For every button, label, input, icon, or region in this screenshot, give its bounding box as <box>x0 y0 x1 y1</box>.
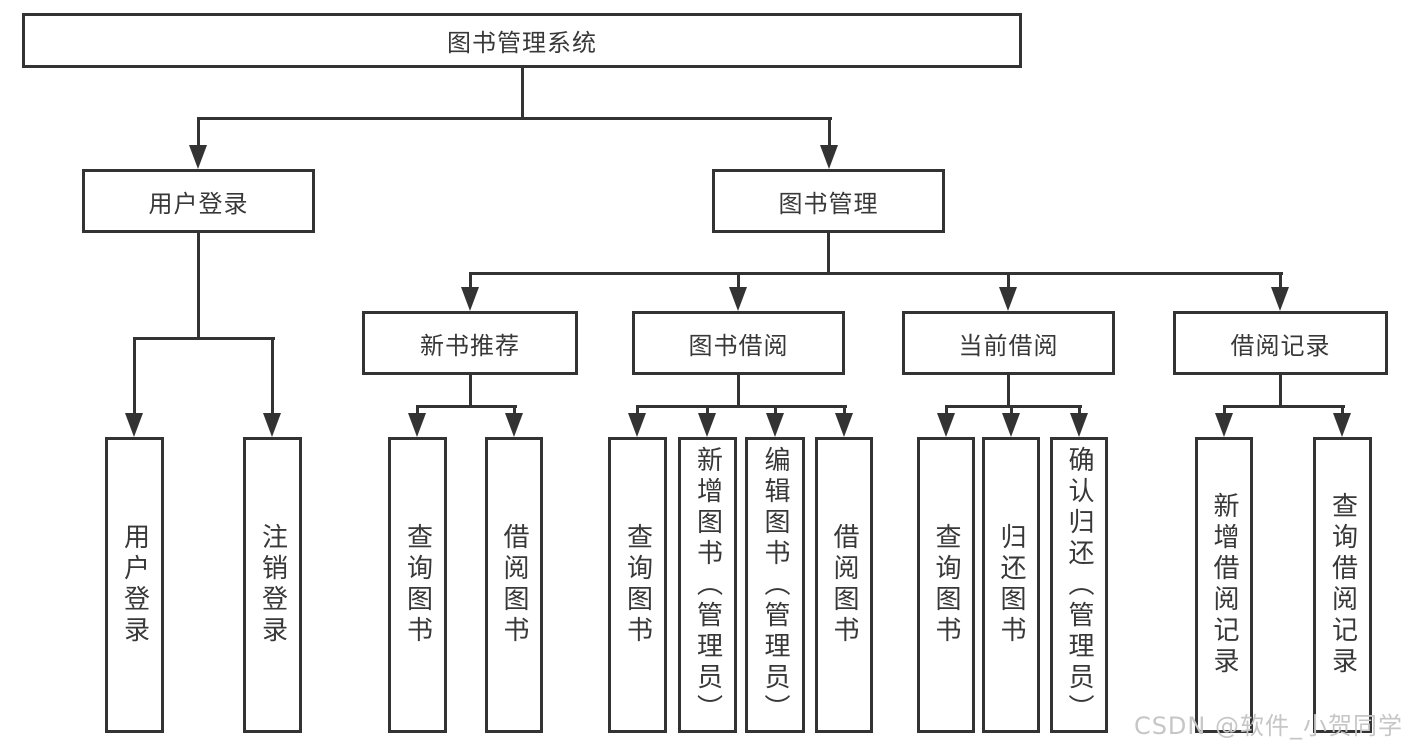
node-library-management-system: 图书管理系统 <box>22 13 1022 68</box>
connector-vline <box>271 337 274 417</box>
connector-hline <box>470 272 1283 275</box>
connector-vline <box>737 272 740 291</box>
connector-vline <box>828 117 831 149</box>
connector-vline <box>1223 405 1226 417</box>
connector-vline <box>1007 272 1010 291</box>
connector-vline <box>827 231 830 274</box>
connector-vline <box>774 405 777 417</box>
connector-hline <box>198 117 832 120</box>
arrowhead-down-icon <box>408 413 426 437</box>
node-book-borrowing: 图书借阅 <box>632 311 845 375</box>
node-query-borrow-record: 查询借阅记录 <box>1313 437 1372 733</box>
arrowhead-down-icon <box>820 145 838 169</box>
connector-vline <box>1279 373 1282 408</box>
connector-vline <box>1010 405 1013 417</box>
arrowhead-down-icon <box>999 287 1017 311</box>
connector-vline <box>706 405 709 417</box>
connector-vline <box>133 337 136 417</box>
arrowhead-down-icon <box>937 413 955 437</box>
connector-vline <box>737 373 740 408</box>
connector-hline <box>417 405 517 408</box>
arrowhead-down-icon <box>766 413 784 437</box>
arrowhead-down-icon <box>1333 413 1351 437</box>
node-user-login: 用户登录 <box>105 437 164 733</box>
connector-vline <box>416 405 419 417</box>
arrowhead-down-icon <box>698 413 716 437</box>
connector-vline <box>1007 373 1010 408</box>
node-borrow-book-borrowing: 借阅图书 <box>815 437 873 733</box>
node-add-borrow-record: 新增借阅记录 <box>1195 437 1253 733</box>
arrowhead-down-icon <box>835 413 853 437</box>
connector-vline <box>197 231 200 340</box>
connector-vline <box>945 405 948 417</box>
connector-vline <box>1279 272 1282 291</box>
arrowhead-down-icon <box>461 287 479 311</box>
arrowhead-down-icon <box>729 287 747 311</box>
node-new-book-recommend: 新书推荐 <box>362 311 578 375</box>
node-borrow-book-recommend: 借阅图书 <box>485 437 543 733</box>
connector-hline <box>637 405 847 408</box>
node-book-management: 图书管理 <box>712 169 945 233</box>
node-add-book-admin: 新增图书（管理员） <box>678 437 737 733</box>
csdn-watermark: CSDN @软件_小贺同学 <box>1133 712 1403 740</box>
node-current-borrowing: 当前借阅 <box>902 311 1115 375</box>
arrowhead-down-icon <box>263 413 281 437</box>
connector-vline <box>469 373 472 408</box>
node-query-book-borrowing: 查询图书 <box>608 437 667 733</box>
connector-vline <box>513 405 516 417</box>
connector-vline <box>636 405 639 417</box>
node-borrowing-records: 借阅记录 <box>1173 311 1388 375</box>
node-edit-book-admin: 编辑图书（管理员） <box>745 437 805 733</box>
connector-vline <box>197 117 200 149</box>
connector-vline <box>521 66 524 119</box>
connector-vline <box>843 405 846 417</box>
node-return-book: 归还图书 <box>982 437 1040 733</box>
node-logout: 注销登录 <box>243 437 302 733</box>
arrowhead-down-icon <box>125 413 143 437</box>
node-query-book-current: 查询图书 <box>917 437 975 733</box>
connector-vline <box>1078 405 1081 417</box>
connector-hline <box>946 405 1082 408</box>
connector-vline <box>469 272 472 291</box>
node-confirm-return-admin: 确认归还（管理员） <box>1050 437 1108 733</box>
arrowhead-down-icon <box>1070 413 1088 437</box>
node-user-login-group: 用户登录 <box>82 169 315 233</box>
connector-hline <box>134 337 275 340</box>
arrowhead-down-icon <box>1002 413 1020 437</box>
connector-vline <box>1341 405 1344 417</box>
arrowhead-down-icon <box>505 413 523 437</box>
arrowhead-down-icon <box>189 145 207 169</box>
arrowhead-down-icon <box>628 413 646 437</box>
arrowhead-down-icon <box>1215 413 1233 437</box>
node-query-book-recommend: 查询图书 <box>388 437 447 733</box>
connector-hline <box>1224 405 1345 408</box>
arrowhead-down-icon <box>1271 287 1289 311</box>
